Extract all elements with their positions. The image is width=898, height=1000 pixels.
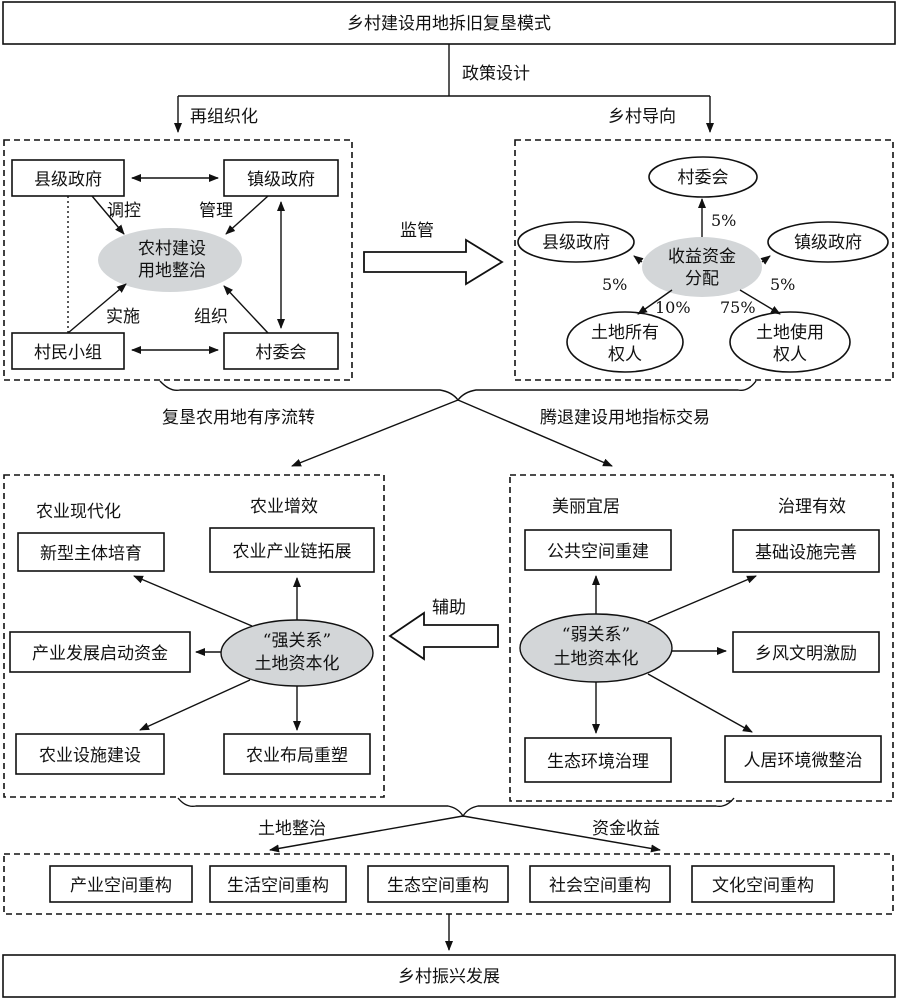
civility-box (732, 631, 880, 673)
supervise-label: 监管 (400, 221, 434, 241)
rural-orientation-label: 乡村导向 (608, 107, 676, 127)
income-ellipse (642, 237, 762, 297)
public-space-box (524, 529, 672, 571)
arrow-to-weak (457, 399, 613, 467)
pct-owner: 10% (655, 298, 691, 317)
flow-right-label: 腾退建设用地指标交易 (540, 408, 710, 428)
town-ellipse (767, 221, 889, 263)
restructure-item: 生态空间重构 (387, 876, 489, 896)
assist-label: 辅助 (432, 598, 466, 618)
living-env-box (724, 735, 882, 783)
manage-label: 管理 (199, 201, 233, 221)
layout-label: 农业布局重塑 (246, 746, 348, 766)
restructure-item: 生活空间重构 (227, 876, 329, 896)
layout-box (223, 733, 371, 775)
industry-space-box (49, 865, 193, 903)
income-line1: 收益资金 (668, 247, 736, 267)
flow-left-label: 复垦农用地有序流转 (162, 408, 315, 428)
social-space-box (529, 865, 671, 903)
reorganize-panel (3, 139, 353, 381)
center-line1: 农村建设 (138, 239, 206, 259)
vc-label: 村委会 (678, 168, 729, 188)
facilities-label: 农业设施建设 (39, 746, 141, 766)
county-gov-label: 县级政府 (34, 170, 102, 190)
weak-relation-panel (509, 474, 894, 802)
land-consolidation-ellipse (98, 228, 242, 292)
village-group-label: 村民小组 (34, 343, 102, 363)
new-subject-label: 新型主体培育 (40, 544, 142, 564)
implement-label: 实施 (106, 307, 140, 327)
strong-center-ellipse (220, 619, 374, 687)
ecology-box (524, 737, 672, 783)
infrastructure-box (732, 529, 880, 573)
regulate-label: 调控 (107, 201, 141, 221)
owner-ellipse (566, 311, 684, 373)
weak-center-line1: “弱关系” (562, 625, 630, 645)
reorganize-label: 再组织化 (190, 107, 258, 127)
industry-chain-box (209, 527, 375, 573)
startup-fund-label: 产业发展启动资金 (32, 644, 168, 664)
organize-label: 组织 (194, 307, 228, 327)
pct-user: 75% (720, 298, 756, 317)
industry-chain-label: 农业产业链拓展 (233, 542, 352, 562)
weak-center-line2: 土地资本化 (554, 649, 639, 669)
user-ellipse (729, 311, 851, 373)
living-env-label: 人居环境微整治 (744, 751, 863, 771)
capital-income-label: 资金收益 (592, 819, 660, 839)
county-label: 县级政府 (542, 233, 610, 253)
arrow-to-strong (291, 399, 459, 467)
strong-center-line2: 土地资本化 (255, 654, 340, 674)
governance-label: 治理有效 (778, 497, 846, 517)
restructure-item: 社会空间重构 (549, 876, 651, 896)
title-box (2, 1, 896, 45)
restructure-item: 文化空间重构 (712, 876, 814, 896)
infrastructure-label: 基础设施完善 (755, 543, 857, 563)
town-gov-box (223, 159, 339, 197)
center-line2: 用地整治 (138, 261, 206, 281)
county-ellipse (517, 221, 635, 263)
strong-center-line1: “强关系” (263, 631, 331, 651)
upper-brace (159, 380, 757, 402)
bottom-box (2, 954, 896, 998)
ecology-space-box (367, 865, 509, 903)
beautiful-label: 美丽宜居 (552, 497, 620, 517)
assist-arrow (388, 611, 499, 661)
efficiency-label: 农业增效 (250, 497, 318, 517)
village-committee-box (223, 332, 339, 370)
land-consolidation-label: 土地整治 (258, 819, 326, 839)
pct-town: 5% (770, 275, 795, 294)
rural-orientation-panel (514, 139, 894, 381)
pct-county: 5% (602, 275, 627, 294)
startup-fund-box (9, 631, 191, 673)
pct-committee: 5% (711, 211, 736, 230)
bottom-label: 乡村振兴发展 (398, 967, 500, 987)
owner-line2: 权人 (608, 345, 642, 365)
modernization-label: 农业现代化 (36, 502, 121, 522)
public-space-label: 公共空间重建 (547, 542, 649, 562)
ecology-label: 生态环境治理 (547, 752, 649, 772)
town-label: 镇级政府 (794, 233, 862, 253)
income-line2: 分配 (685, 269, 719, 289)
living-space-box (209, 865, 347, 903)
culture-space-box (691, 865, 835, 903)
owner-line1: 土地所有 (591, 323, 659, 343)
restructure-item: 产业空间重构 (70, 876, 172, 896)
user-line2: 权人 (773, 345, 807, 365)
supervise-arrow (363, 238, 504, 286)
village-committee-label: 村委会 (256, 343, 307, 363)
strong-relation-panel (3, 474, 385, 798)
policy-design-label: 政策设计 (462, 64, 530, 84)
diagram-title: 乡村建设用地拆旧复垦模式 (347, 14, 551, 34)
facilities-box (15, 733, 165, 775)
town-gov-label: 镇级政府 (247, 170, 315, 190)
user-line1: 土地使用 (756, 322, 824, 343)
vc-ellipse (648, 156, 758, 198)
new-subject-box (17, 532, 165, 572)
civility-label: 乡风文明激励 (755, 644, 857, 664)
